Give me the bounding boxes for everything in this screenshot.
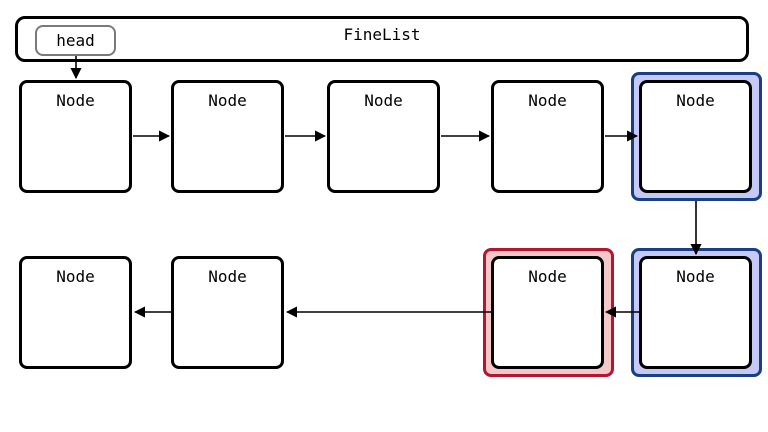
node-label: Node bbox=[56, 91, 95, 110]
node-1: Node bbox=[19, 80, 132, 193]
node-6: Node bbox=[639, 256, 752, 369]
node-label: Node bbox=[676, 267, 715, 286]
node-label: Node bbox=[56, 267, 95, 286]
node-8: Node bbox=[171, 256, 284, 369]
node-label: Node bbox=[208, 267, 247, 286]
node-5: Node bbox=[639, 80, 752, 193]
node-4: Node bbox=[491, 80, 604, 193]
node-2: Node bbox=[171, 80, 284, 193]
finelist-container: FineList bbox=[15, 16, 749, 62]
node-9: Node bbox=[19, 256, 132, 369]
node-3: Node bbox=[327, 80, 440, 193]
node-label: Node bbox=[676, 91, 715, 110]
node-label: Node bbox=[208, 91, 247, 110]
finelist-title: FineList bbox=[343, 25, 421, 44]
node-label: Node bbox=[528, 267, 567, 286]
head-pointer: head bbox=[35, 25, 116, 56]
node-7: Node bbox=[491, 256, 604, 369]
node-label: Node bbox=[364, 91, 403, 110]
node-label: Node bbox=[528, 91, 567, 110]
